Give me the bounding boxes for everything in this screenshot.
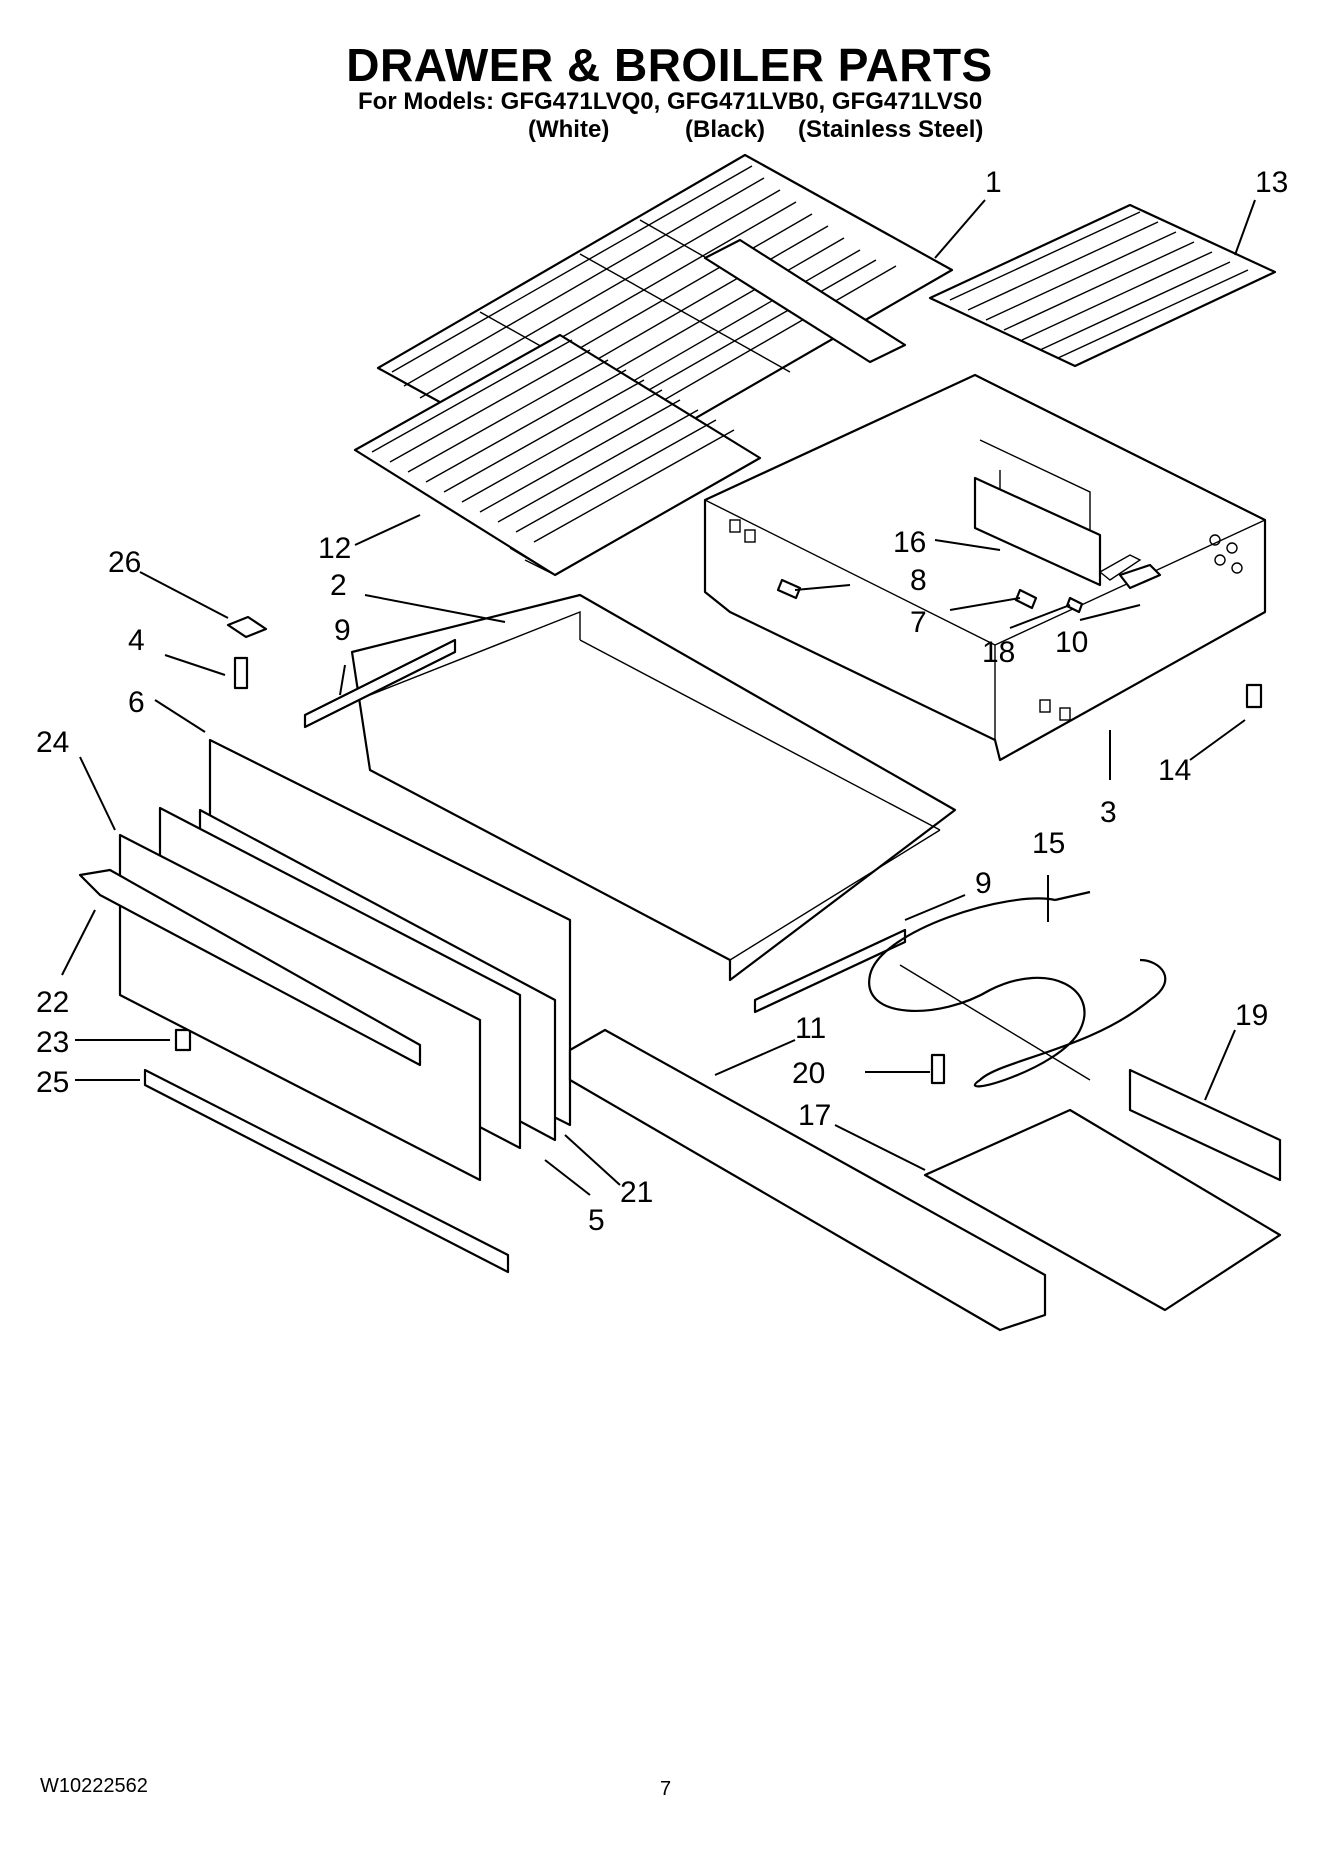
part-12-broiler-rack	[353, 333, 762, 577]
part-16-shield	[973, 476, 1102, 587]
callout-11: 11	[795, 1012, 826, 1045]
part-10-igniter	[1118, 563, 1162, 590]
variant-black: (Black)	[685, 116, 766, 143]
callout-18: 18	[982, 636, 1015, 669]
callout-20: 20	[792, 1057, 825, 1090]
leader-lines	[61, 199, 1256, 1196]
part-22-handle	[78, 868, 422, 1067]
part-9-slide-left	[303, 638, 457, 729]
part-3-broiler-frame	[703, 373, 1267, 762]
callout-1: 1	[985, 166, 1002, 199]
callout-5: 5	[588, 1204, 605, 1237]
part-9-slide-right	[753, 928, 907, 1014]
part-20-screw	[930, 1053, 946, 1085]
models-line: For Models: GFG471LVQ0, GFG471LVB0, GFG4…	[358, 88, 983, 115]
callout-16: 16	[893, 526, 926, 559]
part-18-screw	[1065, 596, 1084, 614]
part-14-screw	[1245, 683, 1263, 709]
callout-3: 3	[1100, 796, 1117, 829]
callout-9-lower: 9	[975, 867, 992, 900]
callout-9-upper: 9	[334, 614, 351, 647]
part-2-drawer-pan	[350, 593, 957, 982]
fasteners	[174, 578, 1263, 1085]
callout-25: 25	[36, 1066, 69, 1099]
part-19-bracket	[1128, 1068, 1282, 1182]
part-4-screw	[233, 656, 249, 690]
part-11-kick-panel	[568, 1028, 1047, 1332]
callout-21: 21	[620, 1176, 653, 1209]
callout-13: 13	[1255, 166, 1288, 199]
part-8-screw	[776, 578, 802, 600]
document-number: W10222562	[40, 1775, 148, 1797]
variant-stainless: (Stainless Steel)	[798, 116, 984, 143]
part-26-clip	[226, 615, 268, 639]
callout-2: 2	[330, 569, 347, 602]
callout-15: 15	[1032, 827, 1065, 860]
callout-24: 24	[36, 726, 69, 759]
part-15-bar	[899, 964, 1091, 1081]
page-title: DRAWER & BROILER PARTS	[346, 39, 993, 91]
page-number: 7	[660, 1778, 672, 1800]
callout-12: 12	[318, 532, 351, 565]
callout-22: 22	[36, 986, 69, 1019]
callout-6: 6	[128, 686, 145, 719]
part-24-drawer-front	[118, 833, 482, 1182]
callout-17: 17	[798, 1099, 831, 1132]
callout-labels: 1 13 12 2 26 4 6 9 24 22 23 25 5 21 9 11…	[36, 166, 1288, 1237]
callout-4: 4	[128, 624, 145, 657]
part-7-screw	[1014, 588, 1038, 610]
part-23-screw	[174, 1028, 192, 1052]
part-13-side-rack	[928, 203, 1277, 368]
variant-white: (White)	[528, 116, 610, 143]
callout-8: 8	[910, 564, 927, 597]
callout-23: 23	[36, 1026, 69, 1059]
callout-14: 14	[1158, 754, 1191, 787]
callout-10: 10	[1055, 626, 1088, 659]
part-25-trim-strip	[143, 1068, 510, 1274]
part-17-broiler-pan	[923, 1108, 1282, 1312]
callout-19: 19	[1235, 999, 1268, 1032]
callout-7: 7	[910, 606, 927, 639]
callout-26: 26	[108, 546, 141, 579]
part-15-broil-element	[868, 890, 1167, 1088]
